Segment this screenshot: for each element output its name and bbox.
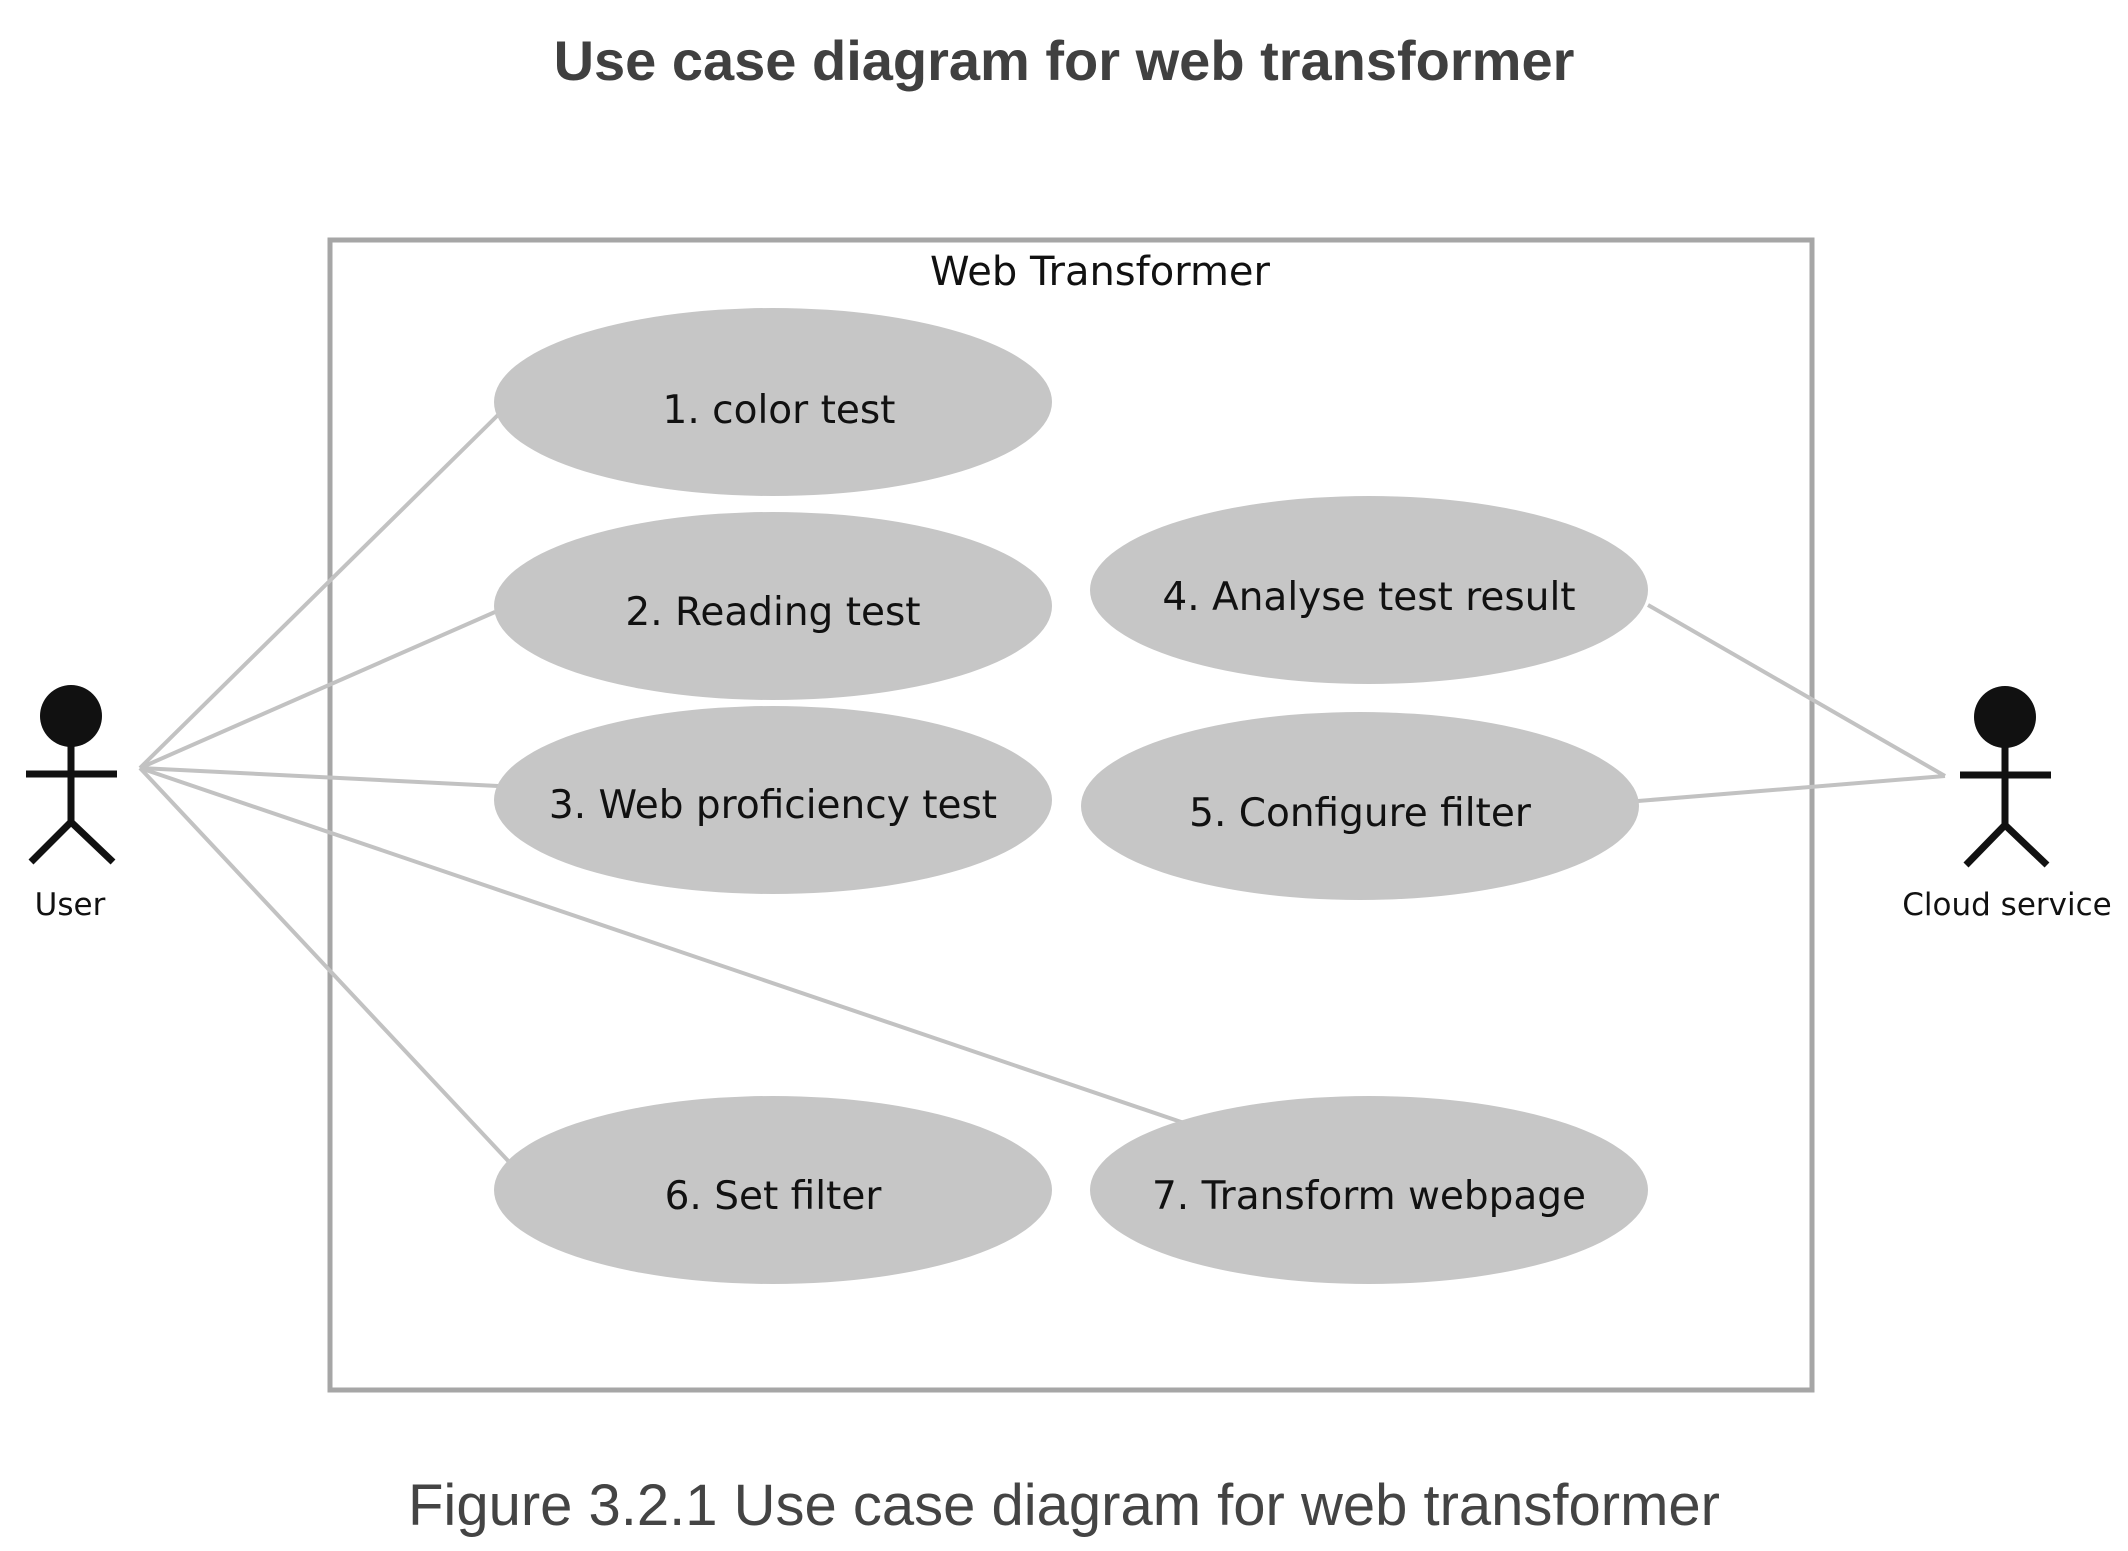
use-case-ellipse [494, 706, 1052, 894]
use-case-7: 7. Transform webpage [1090, 1096, 1648, 1284]
association-lines [138, 411, 1946, 1167]
use-case-ellipse [494, 308, 1052, 496]
use-case-2: 2. Reading test [494, 512, 1052, 700]
association-user-uc7 [139, 766, 1191, 1127]
use-case-6: 6. Set filter [494, 1096, 1052, 1284]
use-case-5: 5. Configure filter [1081, 712, 1639, 900]
association-cloud-uc5 [1637, 774, 1946, 803]
association-user-uc3 [139, 766, 499, 788]
use-case-ellipse [494, 512, 1052, 700]
use-case-label: 2. Reading test [625, 590, 920, 635]
system-boundary [327, 237, 1815, 1393]
association-cloud-uc4 [1647, 603, 1946, 778]
use-case-4: 4. Analyse test result [1090, 496, 1648, 684]
figure-caption: Figure 3.2.1 Use case diagram for web tr… [408, 1473, 1720, 1538]
use-case-label: 3. Web proficiency test [549, 783, 997, 828]
actor-user-label: User [35, 887, 106, 923]
use-case-label: 1. color test [663, 388, 896, 433]
association-user-uc1 [138, 411, 502, 770]
use-case-label: 5. Configure filter [1189, 791, 1532, 836]
use-case-ellipse [1090, 1096, 1648, 1284]
stick-figure-icon [26, 685, 117, 865]
actor-user: User [26, 685, 117, 923]
use-case-ellipse [494, 1096, 1052, 1284]
use-case-ellipse [1081, 712, 1639, 900]
system-boundary-label: Web Transformer [930, 249, 1270, 295]
association-user-uc2 [139, 610, 496, 770]
page-title: Use case diagram for web transformer [553, 29, 1575, 92]
actor-cloud-service: Cloud service [1902, 686, 2112, 923]
use-case-label: 7. Transform webpage [1152, 1174, 1586, 1219]
use-case-3: 3. Web proficiency test [494, 706, 1052, 894]
use-case-label: 4. Analyse test result [1162, 575, 1575, 620]
use-case-1: 1. color test [494, 308, 1052, 496]
use-case-ellipse [1090, 496, 1648, 684]
use-case-label: 6. Set filter [665, 1174, 883, 1219]
stick-figure-icon [1960, 686, 2051, 868]
actor-cloud-service-label: Cloud service [1902, 887, 2111, 923]
association-user-uc6 [138, 766, 514, 1167]
